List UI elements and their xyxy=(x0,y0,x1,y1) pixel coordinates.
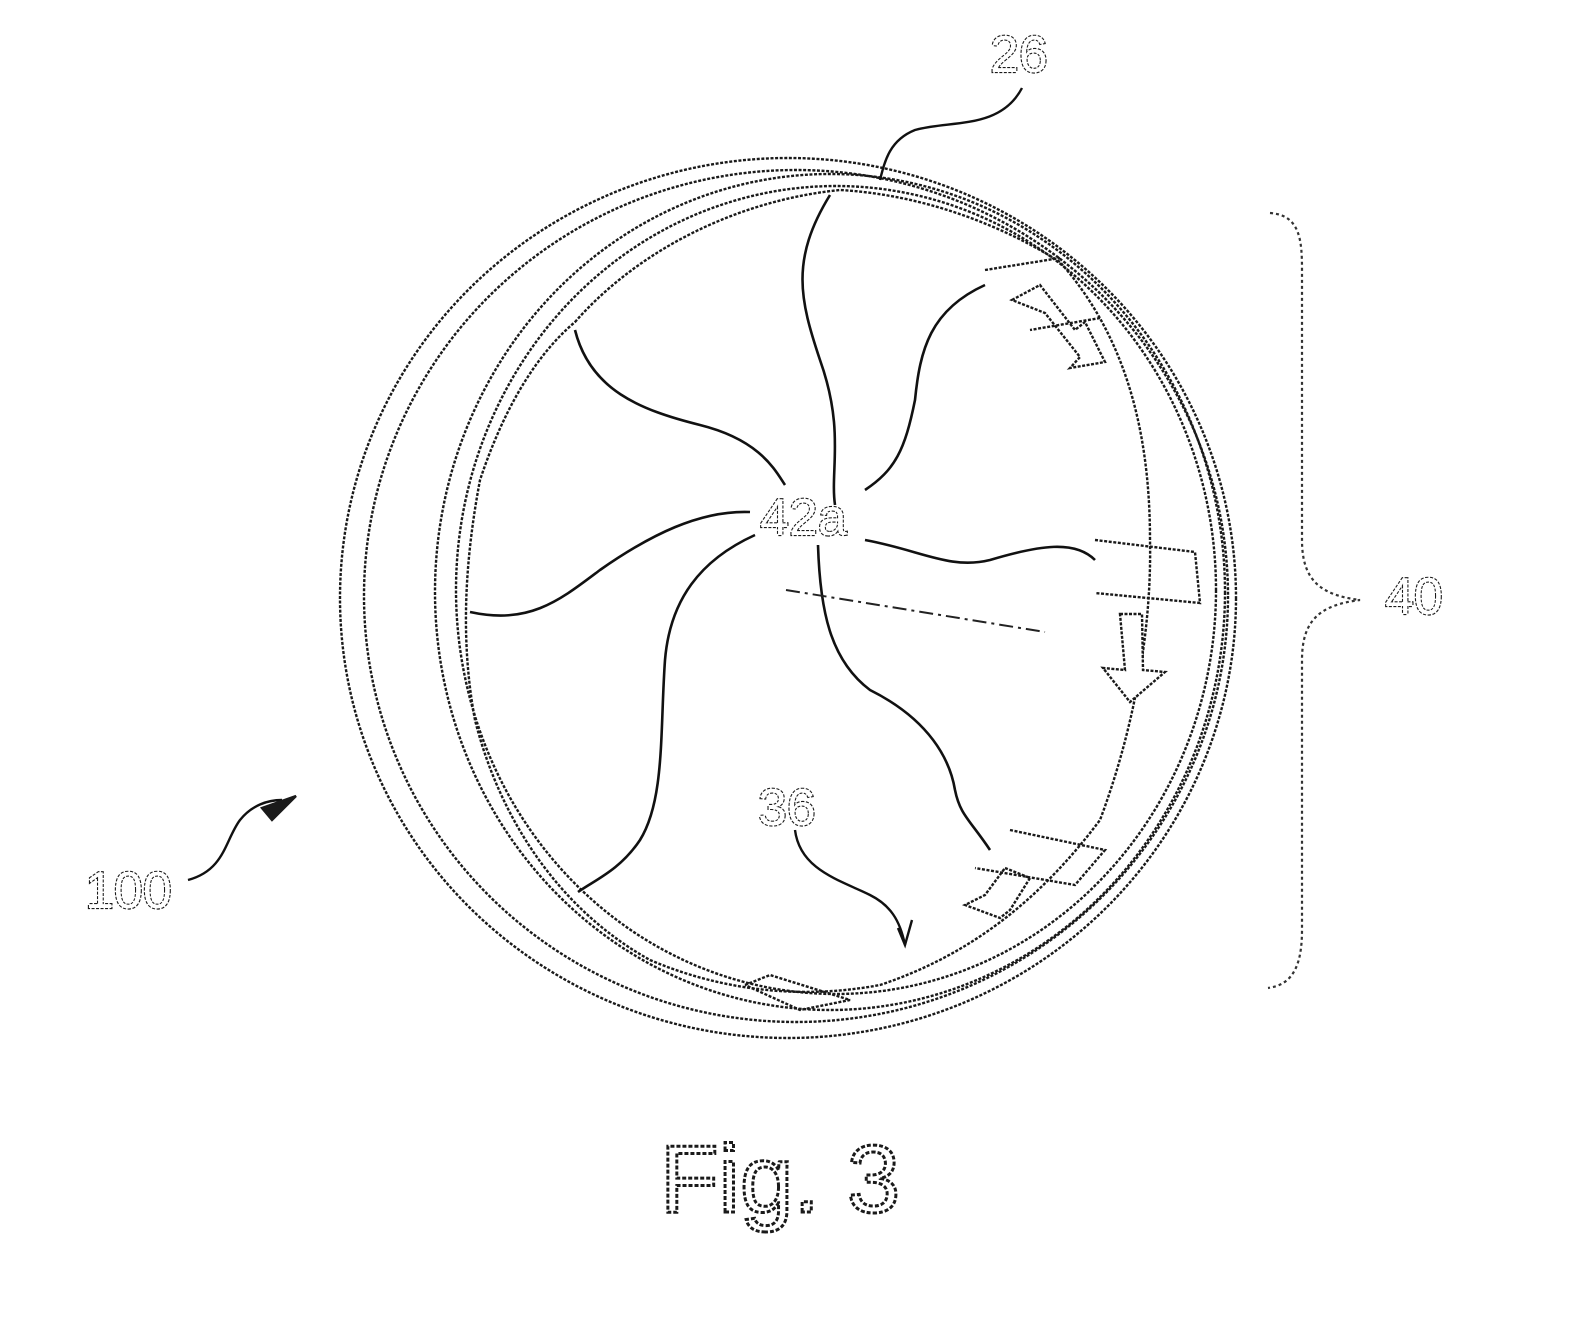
ref-label-42a: 42a xyxy=(760,489,847,547)
vane-line-2 xyxy=(864,283,986,492)
vane-line-6 xyxy=(577,533,756,894)
central-axis-line xyxy=(785,589,1046,633)
vane-line-4 xyxy=(864,538,1096,564)
inner-ring-outer-edge xyxy=(433,172,1227,1012)
flow-arrow-lower xyxy=(961,866,1032,920)
brace-40 xyxy=(1267,211,1361,990)
leader-line-100 xyxy=(187,798,283,882)
leader-arrowhead-100 xyxy=(259,794,297,822)
inner-opening-edge xyxy=(464,188,1152,994)
outer-ring-outer-edge xyxy=(338,156,1238,1040)
leader-arrowhead-36 xyxy=(896,919,914,949)
rim-tab-middle xyxy=(1094,538,1202,605)
vane-line-1 xyxy=(801,194,837,506)
vane-line-3 xyxy=(573,329,787,486)
vane-line-5 xyxy=(469,510,751,617)
rim-tab-upper xyxy=(984,256,1101,332)
outer-ring-inner-edge xyxy=(362,168,1230,1024)
flow-arrow-upper xyxy=(1009,283,1107,370)
figure-caption: Fig. 3 xyxy=(660,1126,900,1233)
flow-arrow-middle xyxy=(1100,612,1168,704)
inner-ring-inner-edge xyxy=(454,184,1218,996)
leader-line-36 xyxy=(793,829,907,946)
ref-label-100: 100 xyxy=(85,862,172,920)
ref-label-26: 26 xyxy=(990,26,1048,84)
rim-tab-bottom xyxy=(744,973,851,1012)
ref-label-40: 40 xyxy=(1385,568,1443,626)
leader-line-26 xyxy=(878,87,1024,181)
ref-label-36: 36 xyxy=(758,779,816,837)
vane-line-7 xyxy=(816,544,992,851)
rim-tab-lower xyxy=(974,828,1108,887)
